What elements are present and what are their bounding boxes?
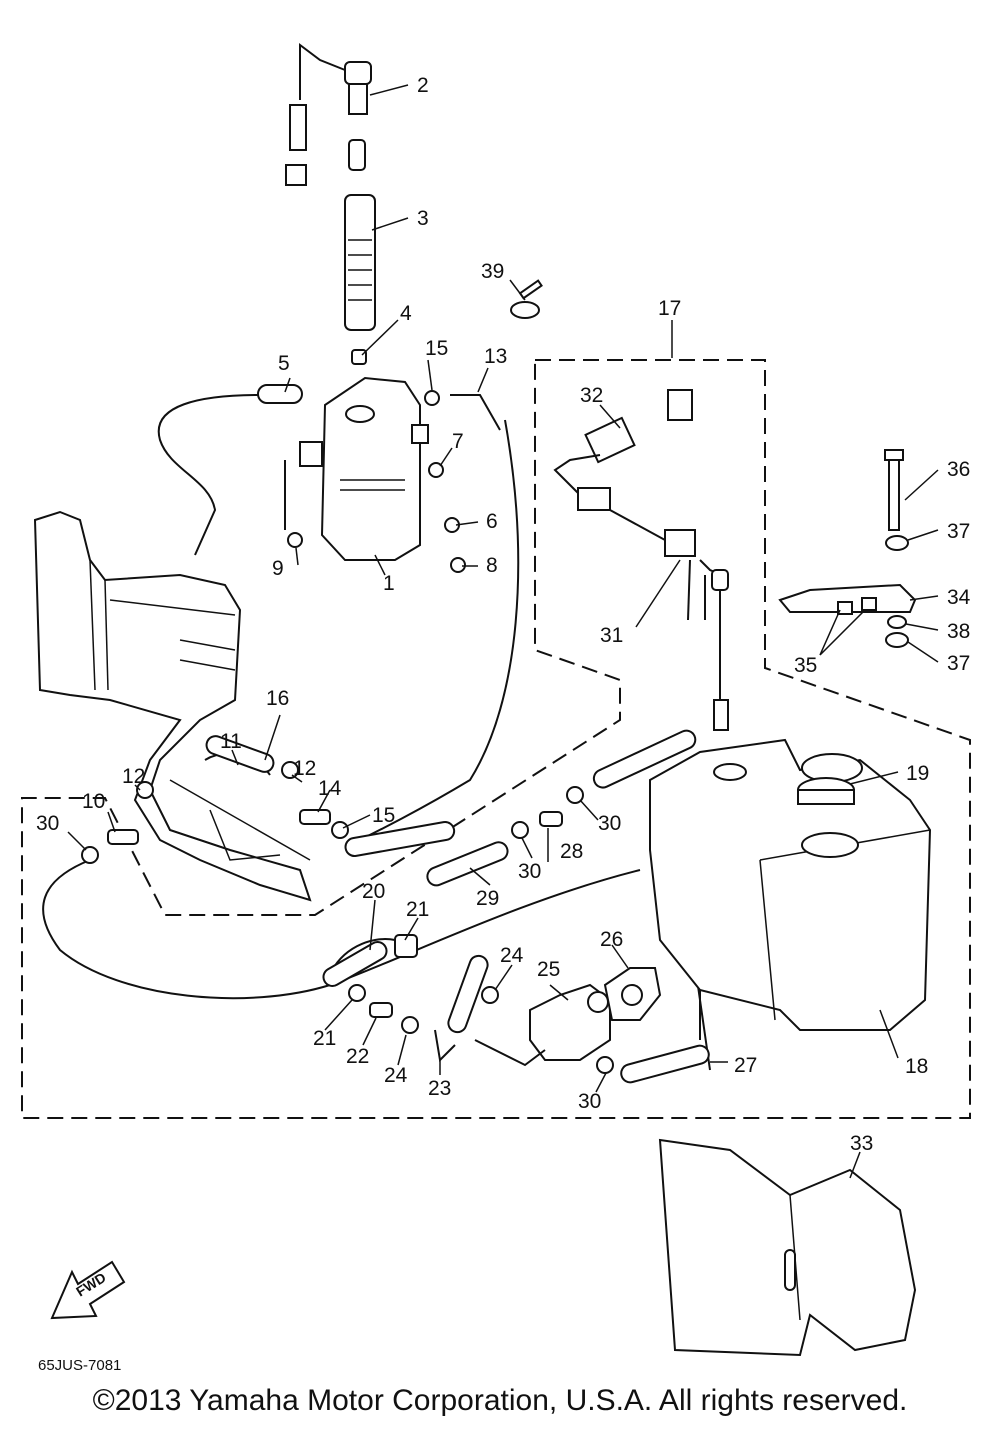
part-number: 6 [486,510,498,533]
part-number: 35 [794,654,817,677]
part-number: 36 [947,458,970,481]
part-number: 11 [220,730,242,753]
fwd-arrow: FWD [50,1260,126,1320]
part-number: 9 [272,557,284,580]
part-number: 2 [417,74,429,97]
oil-pump [529,967,662,1061]
part-number: 27 [734,1054,757,1077]
part-number: 15 [372,804,395,827]
part-number: 39 [481,260,504,283]
part-number: 14 [318,777,342,800]
part-number: 10 [82,790,105,813]
part-number: 21 [406,898,429,921]
part-number: 12 [122,765,145,788]
wire-harness [553,389,729,731]
part-number: 26 [600,928,623,951]
part-number: 19 [906,762,929,785]
part-number: 33 [850,1132,873,1155]
part-number-labels: 1 2 3 4 5 6 7 8 9 10 11 12 12 13 14 15 1… [36,74,971,1155]
part-number: 32 [580,384,603,407]
small-fittings [81,279,710,1084]
tank-bracket [658,1138,917,1357]
copyright-notice: ©2013 Yamaha Motor Corporation, U.S.A. A… [92,1384,908,1417]
part-number: 30 [36,812,59,835]
engine-outline [33,510,312,902]
part-number: 7 [452,430,464,453]
part-number: 28 [560,840,583,863]
part-number: 30 [598,812,621,835]
part-number: 15 [425,337,448,360]
part-number: 20 [362,880,385,903]
part-number: 25 [537,958,560,981]
part-number: 3 [417,207,429,230]
oil-tank [299,376,429,561]
part-number: 24 [384,1064,408,1087]
part-number: 30 [518,860,541,883]
part-number: 21 [313,1027,336,1050]
oil-level-sensor [285,43,376,365]
part-number: 31 [600,624,623,647]
part-number: 18 [905,1055,928,1078]
part-number: 17 [658,297,681,320]
drawing-code: 65JUS-7081 [38,1357,121,1374]
part-number: 24 [500,944,524,967]
part-number: 13 [484,345,507,368]
part-number: 16 [266,687,289,710]
leader-lines [67,84,939,1179]
part-number: 37 [947,652,970,675]
part-number: 12 [293,757,316,780]
part-number: 23 [428,1077,451,1100]
filler-cap [797,777,855,805]
sub-oil-tank [649,738,932,1031]
part-number: 4 [400,302,412,325]
part-number: 1 [383,572,395,595]
part-number: 30 [578,1090,601,1113]
part-number: 38 [947,620,970,643]
tank-band [778,449,917,648]
part-number: 22 [346,1045,369,1068]
part-number: 8 [486,554,498,577]
part-number: 34 [947,586,971,609]
part-number: 37 [947,520,970,543]
part-number: 5 [278,352,290,375]
part-number: 29 [476,887,499,910]
